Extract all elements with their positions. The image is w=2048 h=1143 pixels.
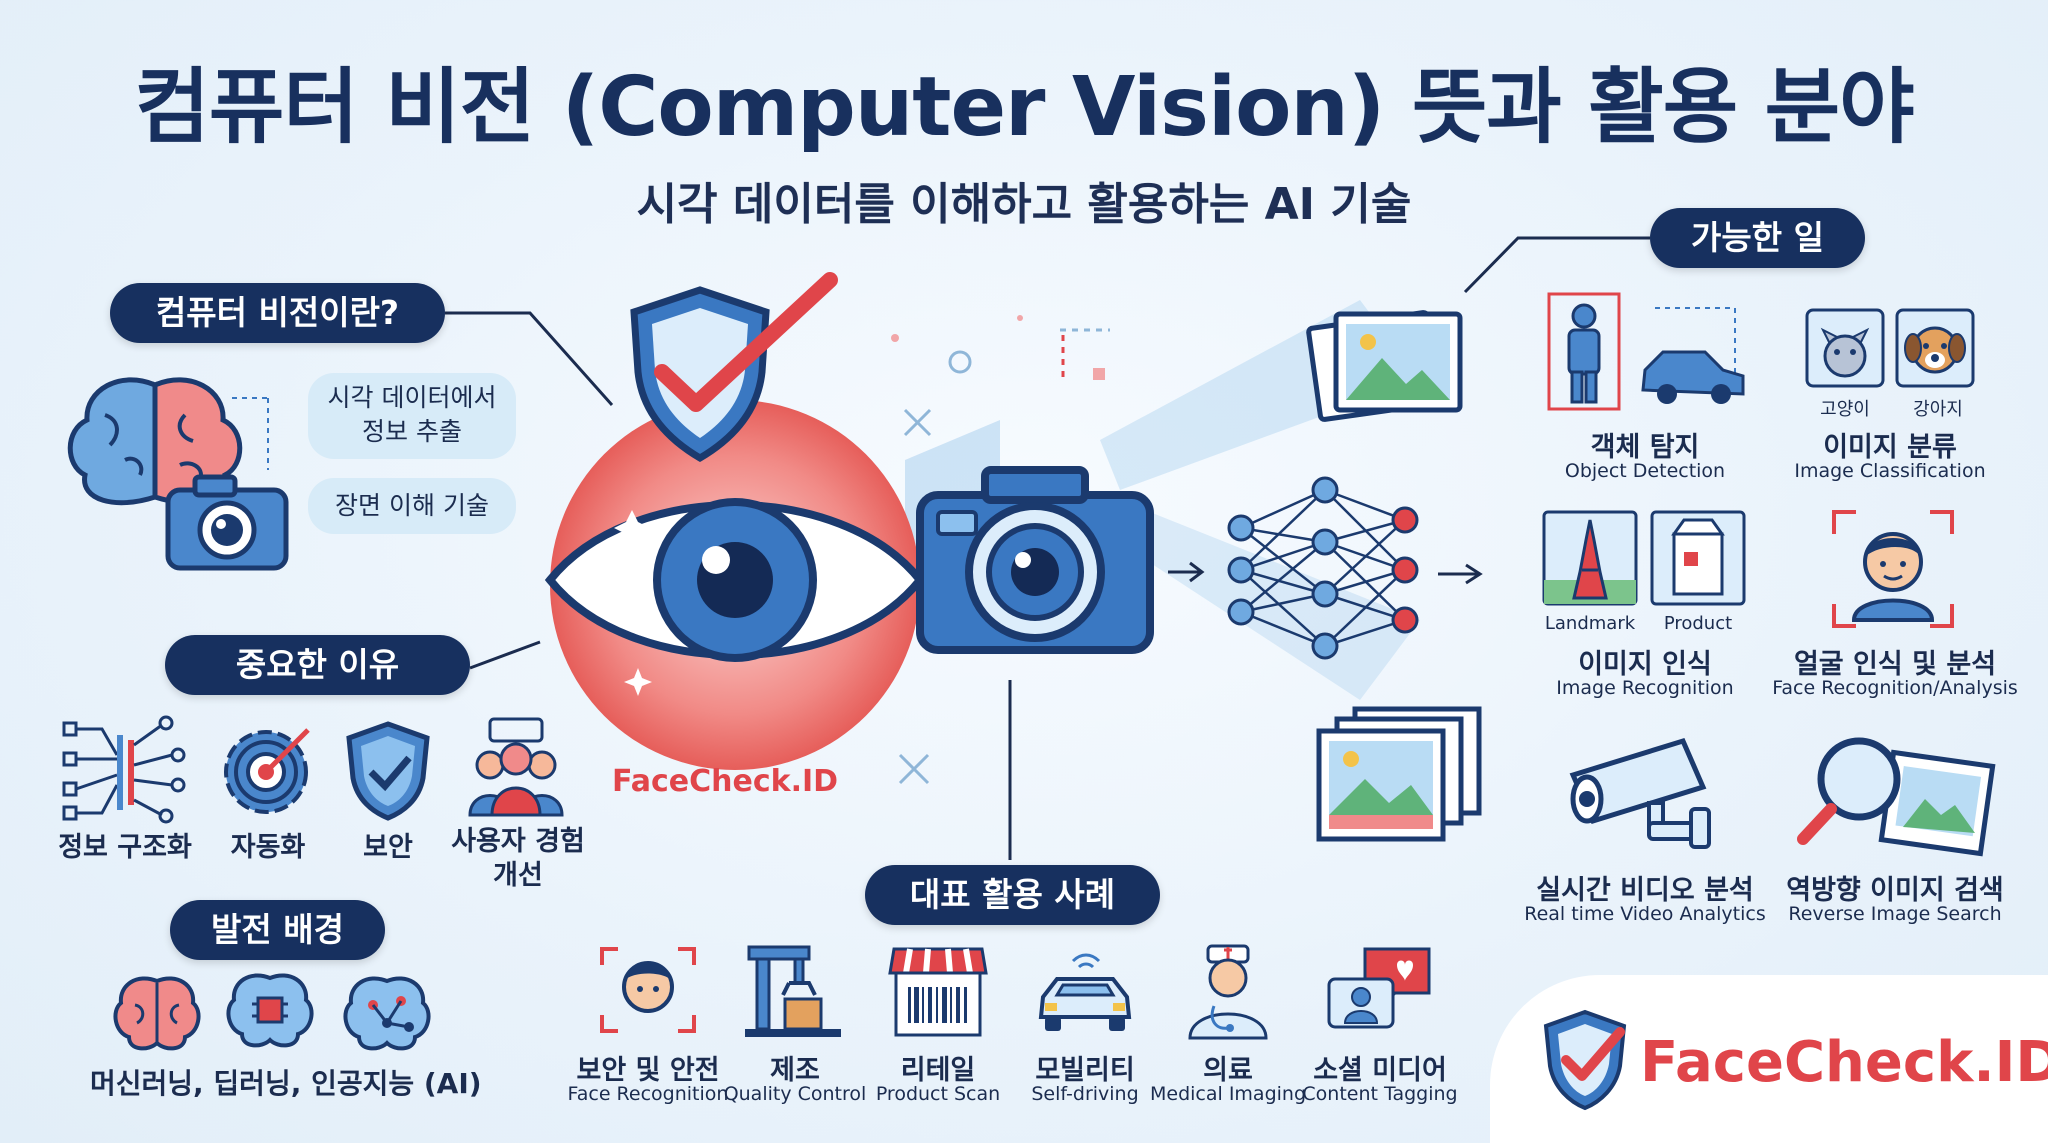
use-sub-retail: Product Scan: [875, 1083, 1001, 1105]
object-detection-icon: [1547, 292, 1745, 411]
brand-shield-icon: [1543, 1009, 1627, 1111]
use-cases-pill: 대표 활용 사례: [865, 865, 1160, 925]
cap-tag-landmark: Landmark: [1544, 613, 1636, 634]
cap-title-object: 객체 탐지: [1590, 432, 1700, 463]
cap-title-face: 얼굴 인식 및 분석: [1793, 649, 1997, 680]
cat-dog-icon: [1805, 308, 1975, 388]
background-caption: 머신러닝, 딥러닝, 인공지능 (AI): [90, 1067, 482, 1100]
why-label-structure: 정보 구조화: [58, 832, 192, 863]
use-title-medical: 의료: [1203, 1055, 1253, 1086]
footer-brand: FaceCheck.ID: [1640, 1030, 2048, 1095]
face-security-icon: [600, 947, 696, 1033]
why-label-ux: 사용자 경험 개선: [451, 826, 585, 891]
photo-icon-top: [1306, 310, 1463, 422]
why-label-automation: 자동화: [230, 832, 306, 863]
cctv-icon: [1569, 737, 1711, 849]
background-pill: 발전 배경: [170, 900, 385, 960]
camera-icon: [165, 474, 289, 571]
cap-title-recognition: 이미지 인식: [1578, 649, 1712, 680]
gear-target-icon: [224, 728, 310, 814]
cap-sub-face: Face Recognition/Analysis: [1772, 677, 2018, 699]
shield-check-icon: [346, 721, 430, 821]
use-title-retail: 리테일: [900, 1055, 976, 1086]
use-sub-social: Content Tagging: [1302, 1083, 1458, 1105]
page-title: 컴퓨터 비전 (Computer Vision) 뜻과 활용 분야: [134, 60, 1914, 155]
what-is-pill: 컴퓨터 비전이란?: [110, 283, 445, 343]
cap-tag-dog: 강아지: [1913, 399, 1963, 420]
cap-sub-object: Object Detection: [1564, 460, 1726, 482]
use-sub-medical: Medical Imaging: [1149, 1083, 1307, 1105]
use-sub-mobility: Self-driving: [1031, 1083, 1139, 1105]
social-tag-icon: [1327, 947, 1431, 1029]
cap-tag-product: Product: [1663, 613, 1733, 634]
cap-sub-video: Real time Video Analytics: [1524, 903, 1766, 925]
photo-stack-icon: [1316, 706, 1482, 842]
car-wifi-icon: [1038, 953, 1132, 1031]
reverse-search-icon: [1797, 737, 1996, 857]
neural-network-icon: [1227, 476, 1419, 660]
bubble-scene: 장면 이해 기술: [308, 478, 516, 534]
data-structure-icon: [62, 715, 186, 824]
use-title-manufacturing: 제조: [770, 1055, 820, 1086]
center-illustration: [544, 272, 1154, 770]
brain-icon: [67, 377, 243, 506]
use-title-social: 소셜 미디어: [1313, 1055, 1447, 1086]
users-icon: [468, 717, 564, 817]
capabilities-pill: 가능한 일: [1650, 208, 1865, 268]
brain-network-icon: [343, 976, 431, 1051]
why-label-security: 보안: [363, 832, 413, 863]
face-analysis-icon: [1832, 510, 1954, 628]
bubble-extract: 시각 데이터에서 정보 추출: [308, 373, 516, 459]
robot-arm-icon: [745, 945, 841, 1037]
store-barcode-icon: [888, 947, 988, 1037]
cap-title-video: 실시간 비디오 분석: [1536, 875, 1754, 906]
cap-title-classification: 이미지 분류: [1823, 432, 1957, 463]
use-sub-security: Face Recognition: [567, 1083, 729, 1105]
brain-chip-icon: [226, 973, 314, 1048]
landmark-product-icon: [1542, 510, 1746, 606]
brain-red-icon: [113, 976, 201, 1051]
doctor-icon: [1188, 944, 1268, 1040]
why-pill: 중요한 이유: [165, 635, 470, 695]
cap-sub-recognition: Image Recognition: [1556, 677, 1734, 699]
cap-sub-classification: Image Classification: [1794, 460, 1986, 482]
use-title-mobility: 모빌리티: [1035, 1055, 1135, 1086]
page-subtitle: 시각 데이터를 이해하고 활용하는 AI 기술: [636, 179, 1412, 230]
cap-title-reverse: 역방향 이미지 검색: [1786, 875, 2004, 906]
center-brand: FaceCheck.ID: [612, 764, 839, 799]
use-sub-manufacturing: Quality Control: [723, 1083, 867, 1105]
cap-tag-cat: 고양이: [1820, 399, 1870, 420]
use-title-security: 보안 및 안전: [576, 1055, 720, 1086]
cap-sub-reverse: Reverse Image Search: [1788, 903, 2002, 925]
